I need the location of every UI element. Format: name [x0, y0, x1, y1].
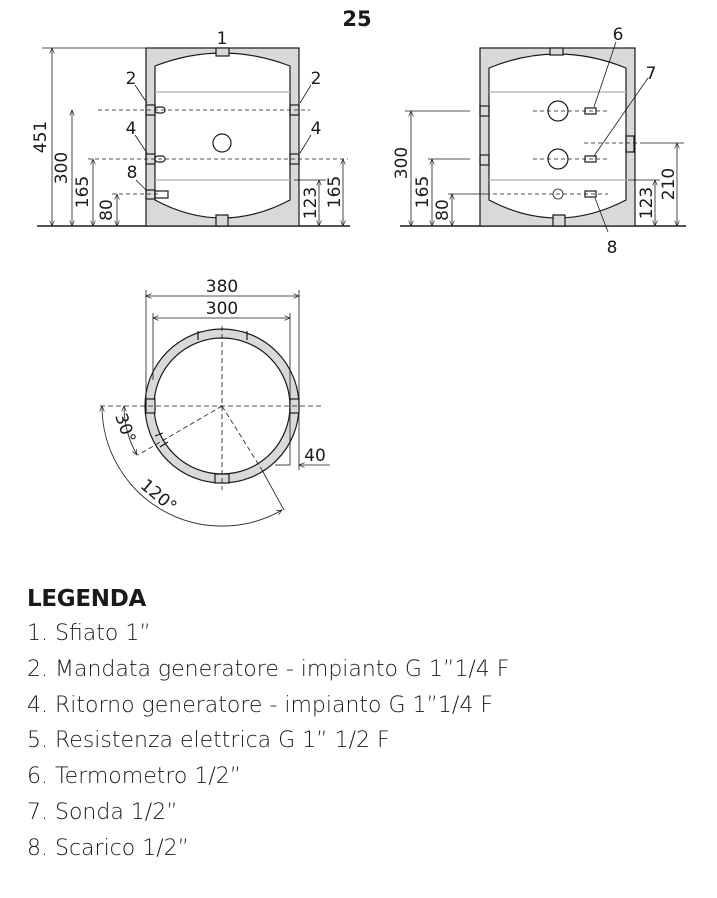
side-view	[400, 41, 686, 233]
svg-text:6: 6	[613, 25, 624, 45]
svg-text:80: 80	[433, 199, 453, 221]
svg-text:451: 451	[31, 121, 51, 153]
svg-text:4: 4	[311, 119, 322, 139]
svg-text:120°: 120°	[136, 475, 180, 517]
svg-text:8: 8	[607, 238, 618, 258]
svg-text:300: 300	[206, 299, 238, 319]
legend-item: 5. Resistenza elettrica G 1” 1/2 F	[27, 728, 390, 754]
svg-text:300: 300	[392, 147, 412, 179]
legend-item: 2. Mandata generatore - impianto G 1”1/4…	[27, 656, 510, 682]
svg-text:7: 7	[646, 64, 657, 84]
svg-text:165: 165	[325, 176, 345, 208]
svg-text:165: 165	[413, 176, 433, 208]
legend: LEGENDA 1. Sfiato 1” 2. Mandata generato…	[27, 586, 509, 867]
legend-item: 1. Sfiato 1”	[27, 621, 151, 646]
svg-text:123: 123	[301, 187, 321, 219]
legend-item: 6. Termometro 1/2”	[27, 764, 242, 790]
top-view	[100, 290, 330, 527]
side-view-labels: 6 7 8 300 165 80 123 210	[392, 25, 679, 258]
front-view-labels: 1 2 2 4 4 8 451 300 165 80 123 165	[31, 29, 345, 221]
technical-drawing: 25 1 2	[31, 7, 686, 527]
legend-item: 8. Scarico 1/2”	[27, 835, 190, 861]
svg-text:380: 380	[206, 277, 238, 297]
legend-title: LEGENDA	[27, 586, 146, 612]
svg-text:123: 123	[637, 187, 657, 219]
legend-item: 4. Ritorno generatore - impianto G 1”1/4…	[27, 692, 493, 718]
svg-text:40: 40	[304, 446, 326, 466]
svg-text:30°: 30°	[110, 411, 139, 446]
legend-item: 7. Sonda 1/2”	[27, 799, 178, 825]
front-view	[37, 48, 350, 227]
svg-text:165: 165	[73, 176, 93, 208]
drawing-title: 25	[342, 7, 371, 31]
svg-text:80: 80	[97, 199, 117, 221]
svg-text:2: 2	[311, 69, 322, 89]
svg-text:210: 210	[659, 168, 679, 200]
svg-text:2: 2	[126, 69, 137, 89]
svg-text:4: 4	[126, 119, 137, 139]
svg-text:1: 1	[217, 29, 228, 49]
svg-text:300: 300	[52, 152, 72, 184]
svg-text:8: 8	[127, 163, 138, 183]
